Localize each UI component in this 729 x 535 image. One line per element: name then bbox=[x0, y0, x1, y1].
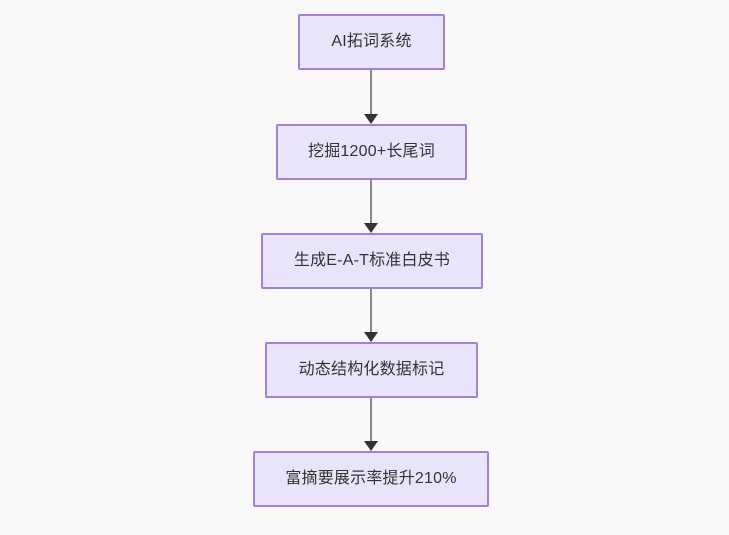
edge-line bbox=[370, 289, 372, 333]
flow-node-n2[interactable]: 挖掘1200+长尾词 bbox=[276, 124, 467, 180]
arrowhead-down-icon bbox=[364, 114, 378, 124]
flow-node-label: 富摘要展示率提升210% bbox=[285, 470, 457, 487]
flow-edge-n1-to-n2 bbox=[364, 70, 378, 124]
flow-node-n1[interactable]: AI拓词系统 bbox=[298, 14, 445, 70]
flow-node-label: AI拓词系统 bbox=[331, 33, 412, 50]
arrowhead-down-icon bbox=[364, 223, 378, 233]
edge-line bbox=[370, 70, 372, 115]
flow-node-label: 动态结构化数据标记 bbox=[298, 361, 445, 378]
flow-edge-n3-to-n4 bbox=[364, 289, 378, 342]
edge-line bbox=[370, 180, 372, 224]
flow-node-n5[interactable]: 富摘要展示率提升210% bbox=[253, 451, 489, 507]
arrowhead-down-icon bbox=[364, 332, 378, 342]
flow-edge-n2-to-n3 bbox=[364, 180, 378, 233]
flow-node-n3[interactable]: 生成E-A-T标准白皮书 bbox=[261, 233, 483, 289]
arrowhead-down-icon bbox=[364, 441, 378, 451]
flow-node-label: 挖掘1200+长尾词 bbox=[308, 143, 435, 160]
edge-line bbox=[370, 398, 372, 442]
flow-edge-n4-to-n5 bbox=[364, 398, 378, 451]
flow-node-n4[interactable]: 动态结构化数据标记 bbox=[265, 342, 478, 398]
flow-node-label: 生成E-A-T标准白皮书 bbox=[293, 252, 451, 269]
